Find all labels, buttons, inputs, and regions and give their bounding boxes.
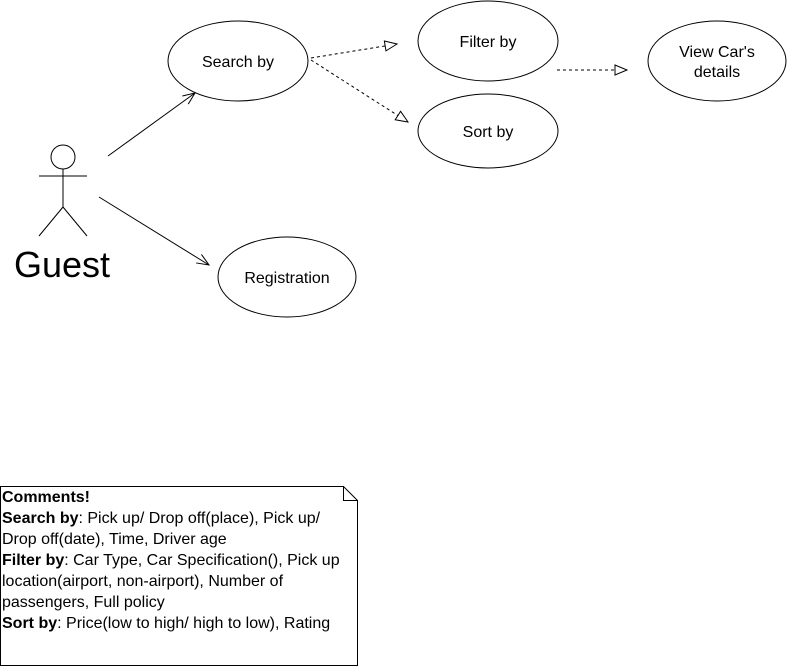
usecase-filter-by[interactable]: Filter by <box>417 0 559 82</box>
comment-note[interactable] <box>0 486 358 666</box>
comment-search-text: : Pick up/ Drop off(place), Pick up/ Dro… <box>2 510 321 548</box>
usecase-view-car-details-shape <box>647 20 787 102</box>
actor-right-leg <box>62 206 88 237</box>
usecase-filter-by-shape <box>417 0 559 82</box>
usecase-view-car-details[interactable]: View Car's details <box>647 20 787 102</box>
usecase-sort-by-shape <box>417 93 559 169</box>
usecase-view-car-details-label-line2: details <box>694 64 740 81</box>
comment-heading: Comments! <box>2 489 91 506</box>
usecase-search-by[interactable]: Search by <box>167 20 309 102</box>
dependency-search-sort <box>310 59 408 122</box>
comment-filter-line: Filter by: Car Type, Car Specification()… <box>2 550 352 613</box>
comment-note-border <box>0 486 358 666</box>
association-search <box>107 93 195 157</box>
usecase-filter-by-label: Filter by <box>460 34 517 51</box>
dependency-search-filter <box>310 44 397 59</box>
usecase-registration-shape <box>217 236 357 318</box>
usecase-view-car-details-label-line1: View Car's <box>679 44 755 61</box>
usecase-registration-label: Registration <box>244 270 329 287</box>
comment-filter-text: : Car Type, Car Specification(), Pick up… <box>2 552 340 611</box>
association-registration <box>98 196 209 265</box>
usecase-sort-by[interactable]: Sort by <box>417 93 559 169</box>
comment-filter-key: Filter by <box>2 552 65 569</box>
usecase-registration[interactable]: Registration <box>217 236 357 318</box>
actor-head <box>50 144 76 170</box>
comment-sort-line: Sort by: Price(low to high/ high to low)… <box>2 613 352 634</box>
comment-note-fold <box>343 486 358 501</box>
comment-sort-text: : Price(low to high/ high to low), Ratin… <box>57 615 331 632</box>
comment-sort-key: Sort by <box>2 615 58 632</box>
comment-search-key: Search by <box>2 510 79 527</box>
comment-note-text: Comments! Search by: Pick up/ Drop off(p… <box>2 487 352 634</box>
usecase-sort-by-label: Sort by <box>463 124 514 141</box>
usecase-search-by-shape <box>167 20 309 102</box>
comment-search-line: Search by: Pick up/ Drop off(place), Pic… <box>2 508 352 550</box>
actor-label: Guest <box>14 244 110 285</box>
usecase-search-by-label: Search by <box>202 54 274 71</box>
actor-left-leg <box>38 206 64 237</box>
actor-guest[interactable]: Guest <box>14 144 110 285</box>
